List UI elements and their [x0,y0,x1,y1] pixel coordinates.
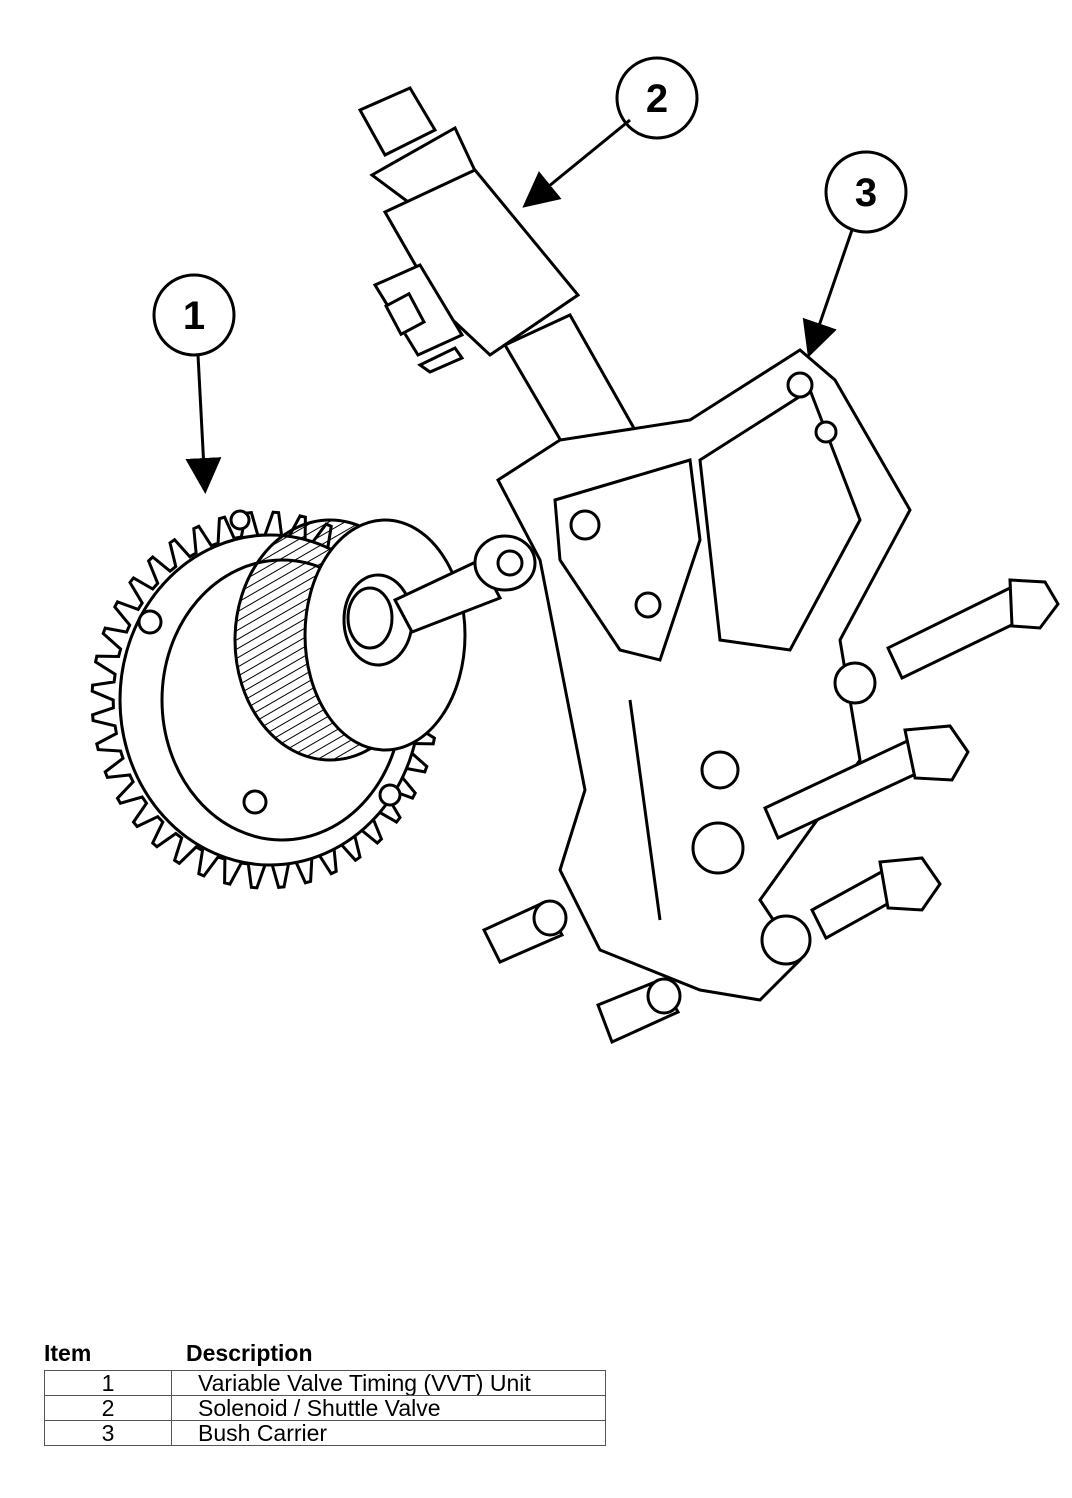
callout-3-number: 3 [855,171,877,215]
legend-header: Item Description [44,1340,606,1370]
solenoid-shuttle-valve-part [357,86,638,468]
legend-header-description: Description [186,1340,313,1366]
callout-2-number: 2 [646,77,668,121]
legend-item-description: Variable Valve Timing (VVT) Unit [171,1370,606,1396]
callout-1-leader [185,354,222,494]
table-row: 2 Solenoid / Shuttle Valve [44,1395,606,1421]
callout-3: 3 [802,150,908,358]
legend-item-description: Solenoid / Shuttle Valve [171,1395,606,1421]
vvt-unit-part [90,509,467,890]
legend-table: 1 Variable Valve Timing (VVT) Unit 2 Sol… [44,1370,606,1446]
legend-item-number: 2 [44,1395,172,1421]
table-row: 3 Bush Carrier [44,1420,606,1446]
parts-legend: Item Description 1 Variable Valve Timing… [44,1340,606,1446]
dowel-pins [481,899,682,1045]
callout-1: 1 [152,273,236,494]
legend-item-number: 3 [44,1420,172,1446]
exploded-view-diagram: 1 2 3 [90,56,1060,1045]
callout-3-leader [802,229,854,358]
mounting-bolts [763,578,1060,941]
callout-2-leader [522,118,631,208]
callout-1-number: 1 [183,294,205,338]
legend-item-description: Bush Carrier [171,1420,606,1446]
bush-carrier-part [496,348,912,1002]
table-row: 1 Variable Valve Timing (VVT) Unit [44,1370,606,1396]
center-bolt-part [392,534,537,634]
callout-2: 2 [522,56,699,208]
legend-header-item: Item [44,1340,92,1366]
legend-item-number: 1 [44,1370,172,1396]
